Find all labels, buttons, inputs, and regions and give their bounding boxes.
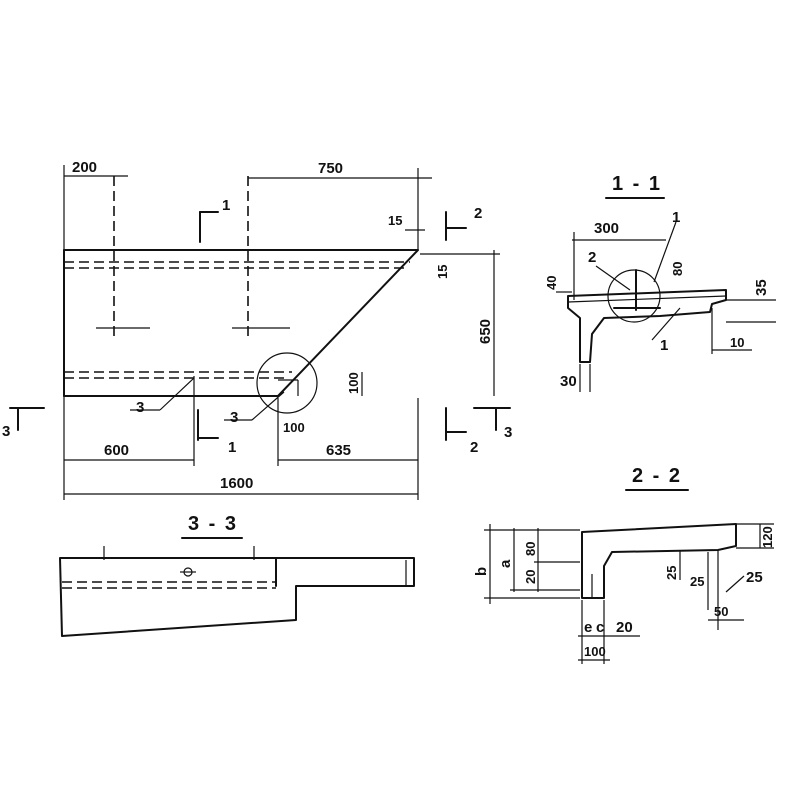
dim-40: 40	[544, 276, 559, 290]
dim-35: 35	[753, 279, 770, 296]
section-2-2: 2 - 2 b a 80 20 120 25 25 25 50 e c 20	[473, 465, 775, 664]
dim-20b: 20	[616, 619, 633, 636]
dim-50: 50	[714, 604, 728, 619]
sect-1-top-label: 1	[222, 197, 230, 214]
section-1-1-title: 1 - 1	[612, 173, 662, 195]
dim-600: 600	[104, 442, 129, 459]
dim-300: 300	[594, 220, 619, 237]
dim-a: a	[497, 559, 514, 568]
section-3-3-body	[59, 557, 415, 637]
section-2-2-title: 2 - 2	[632, 465, 682, 487]
dim-c: c	[596, 619, 604, 636]
callout-3a-leader	[159, 377, 195, 411]
dim-15-top: 15	[388, 213, 402, 228]
callout-3a-label: 3	[136, 399, 144, 416]
section-2-2-profile	[581, 523, 737, 599]
dim-120: 120	[760, 526, 775, 548]
callout-1b-leader	[651, 307, 681, 341]
dim-10: 10	[730, 335, 744, 350]
dim-25c: 25	[746, 569, 763, 586]
plan-view: 200 750 15 15 650 100 100 600 635 1600 1…	[2, 159, 512, 500]
sect-3-right-label: 3	[504, 424, 512, 441]
dim-25a: 25	[664, 566, 679, 580]
section-3-3-title: 3 - 3	[188, 513, 238, 535]
dim-1600: 1600	[220, 475, 253, 492]
callout-2-leader	[595, 265, 631, 291]
callout-3b-label: 3	[230, 409, 238, 426]
callout-3b-leader	[251, 391, 285, 421]
callout-2: 2	[588, 249, 596, 266]
sect-2-bottom-label: 2	[470, 439, 478, 456]
section-3-3: 3 - 3	[59, 513, 415, 637]
dim-15-side: 15	[435, 265, 450, 279]
dim-25b: 25	[690, 574, 704, 589]
section-1-1: 1 - 1 300 40 80 35 10 30 1 2 1	[544, 173, 776, 392]
dim-100-h: 100	[283, 420, 305, 435]
sect-3-left-label: 3	[2, 423, 10, 440]
section-1-1-inner	[567, 295, 727, 303]
detail-circle	[256, 352, 318, 414]
dim-20: 20	[523, 570, 538, 584]
callout-1b: 1	[660, 337, 668, 354]
leader-25c	[725, 575, 745, 593]
dim-100-v: 100	[346, 372, 361, 394]
dim-80: 80	[670, 262, 685, 276]
dim-80b: 80	[523, 542, 538, 556]
dim-650: 650	[477, 319, 494, 344]
callout-1a: 1	[672, 209, 680, 226]
dim-750: 750	[318, 160, 343, 177]
dim-100b: 100	[584, 644, 606, 659]
dim-635: 635	[326, 442, 351, 459]
dim-200: 200	[72, 159, 97, 176]
sect-1-bottom-label: 1	[228, 439, 236, 456]
sect-2-top-label: 2	[474, 205, 482, 222]
plan-outline	[63, 249, 419, 397]
dim-b: b	[473, 567, 490, 576]
callout-1a-leader	[653, 221, 677, 283]
dim-30: 30	[560, 373, 577, 390]
section-1-1-detail-circle	[607, 269, 661, 323]
dim-e: e	[584, 619, 592, 636]
